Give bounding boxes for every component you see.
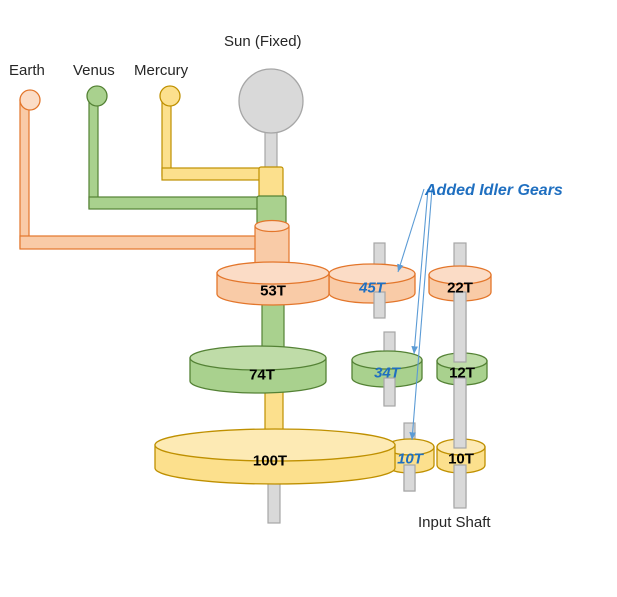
gear-22t-label: 22T — [447, 279, 473, 297]
sun-shaft — [264, 127, 278, 174]
gear-10t-driver-label: 10T — [448, 450, 474, 468]
gear-74t-label: 74T — [249, 366, 275, 384]
gear-22t[interactable] — [428, 265, 492, 302]
sun-body — [238, 68, 304, 134]
gear-45t[interactable] — [328, 263, 416, 304]
planet-label-mercury: Mercury — [134, 62, 189, 79]
gear-100t-label: 100T — [252, 452, 288, 470]
sun-label: Sun (Fixed) — [224, 33, 302, 50]
input-shaft-label: Input Shaft — [418, 514, 491, 531]
earth-body — [19, 89, 41, 111]
planet-label-earth: Earth — [9, 62, 45, 79]
mercury-arm — [161, 95, 278, 181]
added-idler-gears-annotation: Added Idler Gears — [425, 182, 563, 199]
shaft-fronts — [373, 291, 467, 509]
gear-10t-idler-label: 10T — [397, 450, 423, 468]
idler-callout-lines — [397, 188, 433, 441]
gear-53t-label: 53T — [260, 282, 286, 300]
mercury-body — [159, 85, 181, 107]
gear-34t-label: 34T — [374, 364, 400, 382]
gear-12t-label: 12T — [449, 364, 475, 382]
earth-arm — [19, 99, 273, 250]
gear-45t-label: 45T — [359, 279, 385, 297]
gear-74t[interactable] — [189, 345, 327, 394]
venus-body — [86, 85, 108, 107]
gear-53t[interactable] — [216, 261, 330, 306]
planet-label-venus: Venus — [73, 62, 115, 79]
gear-100t[interactable] — [154, 428, 396, 485]
venus-arm — [88, 95, 275, 210]
gear-10t-idler[interactable] — [385, 438, 435, 474]
gear-34t[interactable] — [351, 350, 423, 388]
